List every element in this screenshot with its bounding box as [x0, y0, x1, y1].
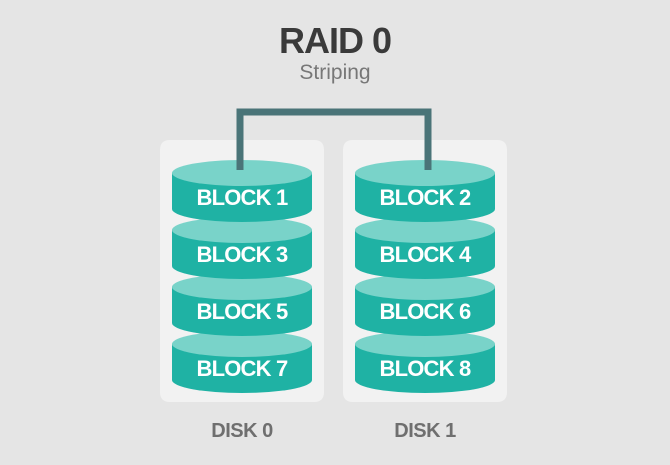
disk-1-label: DISK 1 — [394, 420, 456, 442]
disk-1-block-2: BLOCK 2 — [355, 160, 495, 222]
disk-0-block-1: BLOCK 1 — [172, 160, 312, 222]
disk-0-block-5: BLOCK 5 — [172, 274, 312, 336]
diagram-subtitle: Striping — [299, 61, 371, 84]
block-label: BLOCK 8 — [380, 356, 472, 381]
block-label: BLOCK 5 — [197, 299, 289, 324]
block-label: BLOCK 6 — [380, 299, 472, 324]
disk-0-label: DISK 0 — [211, 420, 273, 442]
block-label: BLOCK 3 — [197, 242, 289, 267]
disk-1-block-6: BLOCK 6 — [355, 274, 495, 336]
block-label: BLOCK 1 — [197, 185, 289, 210]
disk-1-block-4: BLOCK 4 — [355, 217, 495, 279]
diagram-title: RAID 0 — [278, 20, 392, 61]
disk-0-block-3: BLOCK 3 — [172, 217, 312, 279]
block-label: BLOCK 4 — [380, 242, 473, 267]
striping-connector — [236, 108, 432, 170]
block-label: BLOCK 2 — [380, 185, 472, 210]
disk-0-block-7: BLOCK 7 — [172, 331, 312, 393]
disk-1-block-8: BLOCK 8 — [355, 331, 495, 393]
block-label: BLOCK 7 — [197, 356, 289, 381]
